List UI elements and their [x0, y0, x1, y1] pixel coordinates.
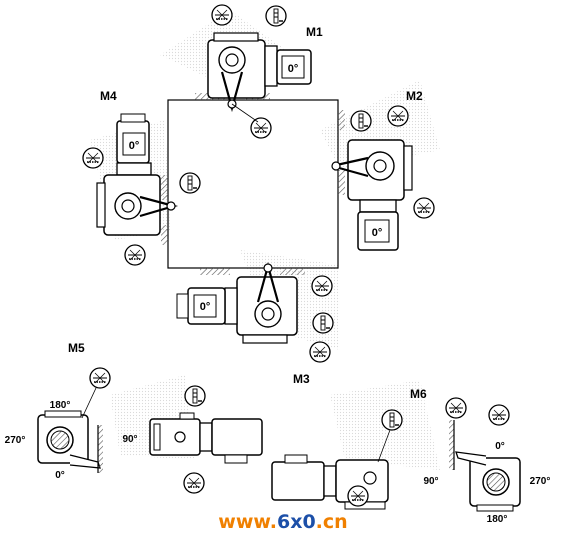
m6-angle-right: 270° — [530, 476, 551, 487]
motor-angle-label: 0° — [200, 301, 211, 313]
m5-angle-right: 90° — [122, 434, 137, 445]
gearmotor-m3: 0° — [176, 261, 334, 363]
position-label-m1: M1 — [306, 25, 323, 39]
position-label-m4: M4 — [100, 89, 117, 103]
watermark-brand: 6x0 — [277, 511, 316, 533]
m6-angle-top: 0° — [495, 441, 505, 452]
m6-angle-bottom: 180° — [487, 514, 508, 525]
svg-text:www.6x0.cn: www.6x0.cn — [218, 511, 347, 533]
motor-angle-label: 0° — [129, 140, 140, 152]
watermark-prefix: www. — [218, 511, 277, 533]
gearmotor-m1: 0° — [207, 4, 312, 139]
position-label-m3: M3 — [293, 372, 310, 386]
m5-angle-top: 180° — [50, 400, 71, 411]
gearmotor-m5-end-view — [37, 367, 111, 473]
gearmotor-m6-side-view — [271, 409, 403, 510]
m6-angle-left: 90° — [423, 476, 438, 487]
watermark-suffix: .cn — [316, 511, 348, 533]
gearmotor-m6-end-view — [445, 397, 521, 512]
gearmotor-m2: 0° — [331, 105, 435, 251]
motor-angle-label: 0° — [288, 63, 299, 75]
position-label-m6: M6 — [410, 387, 427, 401]
motor-angle-label: 0° — [372, 227, 383, 239]
gearmotor-m5-side-view — [149, 385, 263, 494]
position-label-m2: M2 — [406, 89, 423, 103]
watermark: www.6x0.cn — [218, 511, 347, 533]
position-label-m5: M5 — [68, 341, 85, 355]
m5-angle-left: 270° — [5, 435, 26, 446]
m5-angle-bottom: 0° — [55, 470, 65, 481]
gearmotor-m4: 0° — [82, 113, 201, 266]
